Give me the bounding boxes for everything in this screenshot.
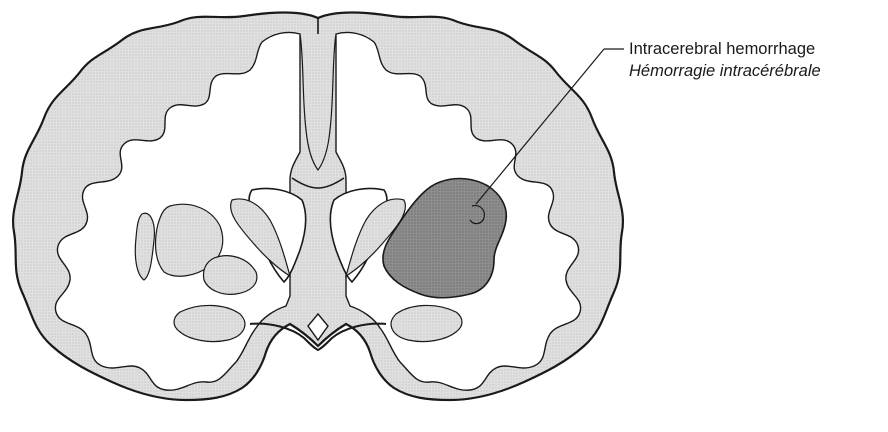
label-french: Hémorragie intracérébrale <box>629 62 821 80</box>
label-english: Intracerebral hemorrhage <box>629 40 815 58</box>
